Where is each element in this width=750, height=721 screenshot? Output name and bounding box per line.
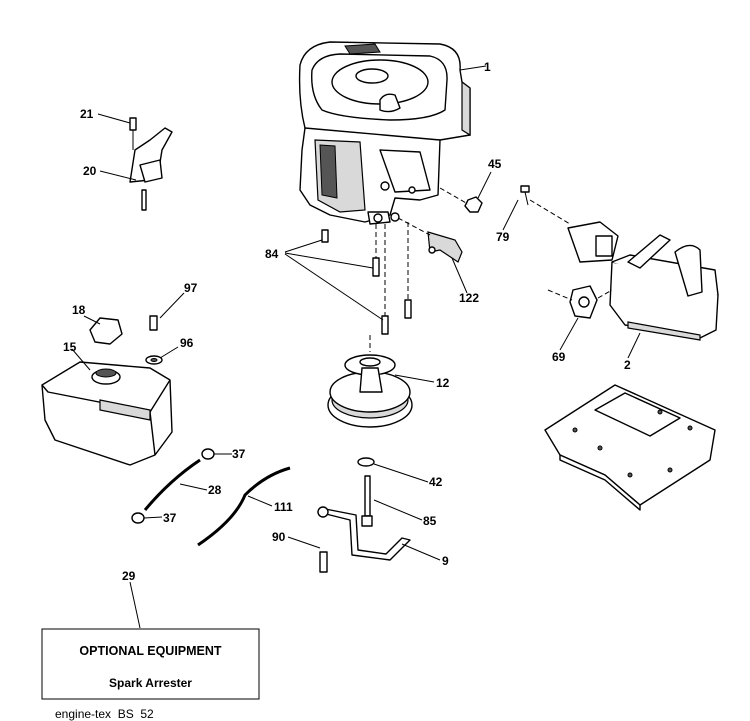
nut-45 <box>439 187 483 213</box>
callout-2: 2 <box>624 358 631 372</box>
callout-97: 97 <box>184 281 198 295</box>
callout-21: 21 <box>80 107 94 121</box>
callout-79: 79 <box>496 230 510 244</box>
callout-1: 1 <box>484 60 491 74</box>
bracket-122 <box>397 217 463 263</box>
optional-equipment-title: OPTIONAL EQUIPMENT <box>79 644 222 658</box>
bolts-84 <box>321 222 412 335</box>
callout-18: 18 <box>72 303 86 317</box>
engine-mounting-plate <box>544 384 716 511</box>
optional-equipment-box: OPTIONAL EQUIPMENT Spark Arrester <box>41 628 260 700</box>
callout-12: 12 <box>436 376 450 390</box>
bolt-85-washer-42 <box>357 457 375 527</box>
callout-85: 85 <box>423 514 437 528</box>
callout-29: 29 <box>122 569 136 583</box>
bracket-9 <box>317 506 411 573</box>
callout-28: 28 <box>208 483 222 497</box>
engine-pulley <box>327 335 413 428</box>
callout-69: 69 <box>552 350 566 364</box>
bolt-97-washer-96 <box>145 315 163 365</box>
callout-labels: 1 21 20 45 79 84 122 97 18 96 15 69 2 12… <box>63 60 631 583</box>
callout-90: 90 <box>272 530 286 544</box>
callout-9: 9 <box>442 554 449 568</box>
diagram-code: engine-tex BS 52 <box>55 707 154 721</box>
throttle-bracket <box>129 117 173 211</box>
callout-111: 111 <box>274 500 293 514</box>
spark-arrester-label: Spark Arrester <box>109 676 192 690</box>
callout-96: 96 <box>180 336 194 350</box>
callout-45: 45 <box>488 157 502 171</box>
fuel-lines <box>131 448 291 547</box>
callout-37-bottom: 37 <box>163 511 177 525</box>
muffler-assembly <box>520 185 719 341</box>
callout-15: 15 <box>63 340 77 354</box>
leader-lines <box>71 65 641 629</box>
callout-84: 84 <box>265 247 279 261</box>
callout-122: 122 <box>459 291 479 305</box>
fuel-tank <box>41 317 173 466</box>
callout-37-top: 37 <box>232 447 246 461</box>
callout-42: 42 <box>429 475 443 489</box>
engine-assembly <box>298 41 471 225</box>
callout-20: 20 <box>83 164 97 178</box>
